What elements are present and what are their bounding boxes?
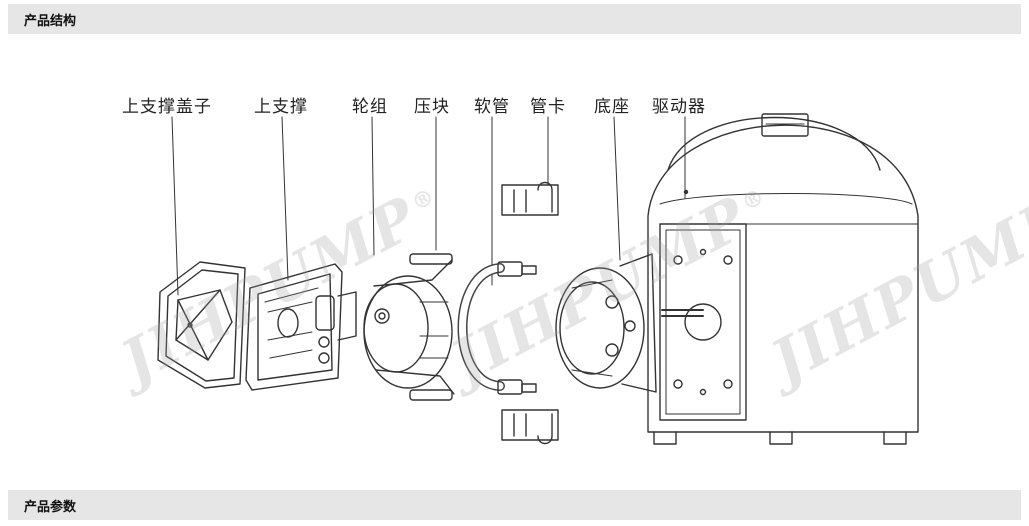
section-title-params: 产品参数 bbox=[24, 499, 77, 515]
tube-clamp-bottom-part bbox=[501, 409, 559, 445]
driver-part bbox=[647, 113, 919, 445]
section-header-params: 产品参数 bbox=[8, 490, 1021, 520]
label-upper-support-cover: 上支撑盖子 bbox=[122, 97, 212, 117]
label-roller-set: 轮组 bbox=[352, 97, 388, 117]
roller-set-part bbox=[363, 253, 455, 401]
label-base: 底座 bbox=[594, 97, 630, 117]
label-driver: 驱动器 bbox=[652, 97, 706, 117]
label-upper-support: 上支撑 bbox=[254, 97, 308, 117]
upper-support-cover-part bbox=[157, 261, 246, 389]
section-header-structure: 产品结构 bbox=[8, 4, 1021, 34]
base-part bbox=[555, 253, 657, 393]
pump-line-drawing bbox=[157, 113, 919, 445]
label-pressure-block: 压块 bbox=[414, 97, 450, 117]
label-tube-clamp: 管卡 bbox=[530, 97, 566, 117]
tube-clamp-top-part bbox=[501, 181, 559, 216]
hose-part bbox=[457, 261, 537, 395]
exploded-pump-diagram: 上支撑盖子 上支撑 轮组 压块 软管 管卡 底座 驱动器 bbox=[0, 40, 1029, 480]
section-title-structure: 产品结构 bbox=[24, 13, 77, 29]
upper-support-part bbox=[245, 263, 357, 391]
leader-lines bbox=[171, 116, 686, 296]
label-hose: 软管 bbox=[474, 97, 510, 117]
